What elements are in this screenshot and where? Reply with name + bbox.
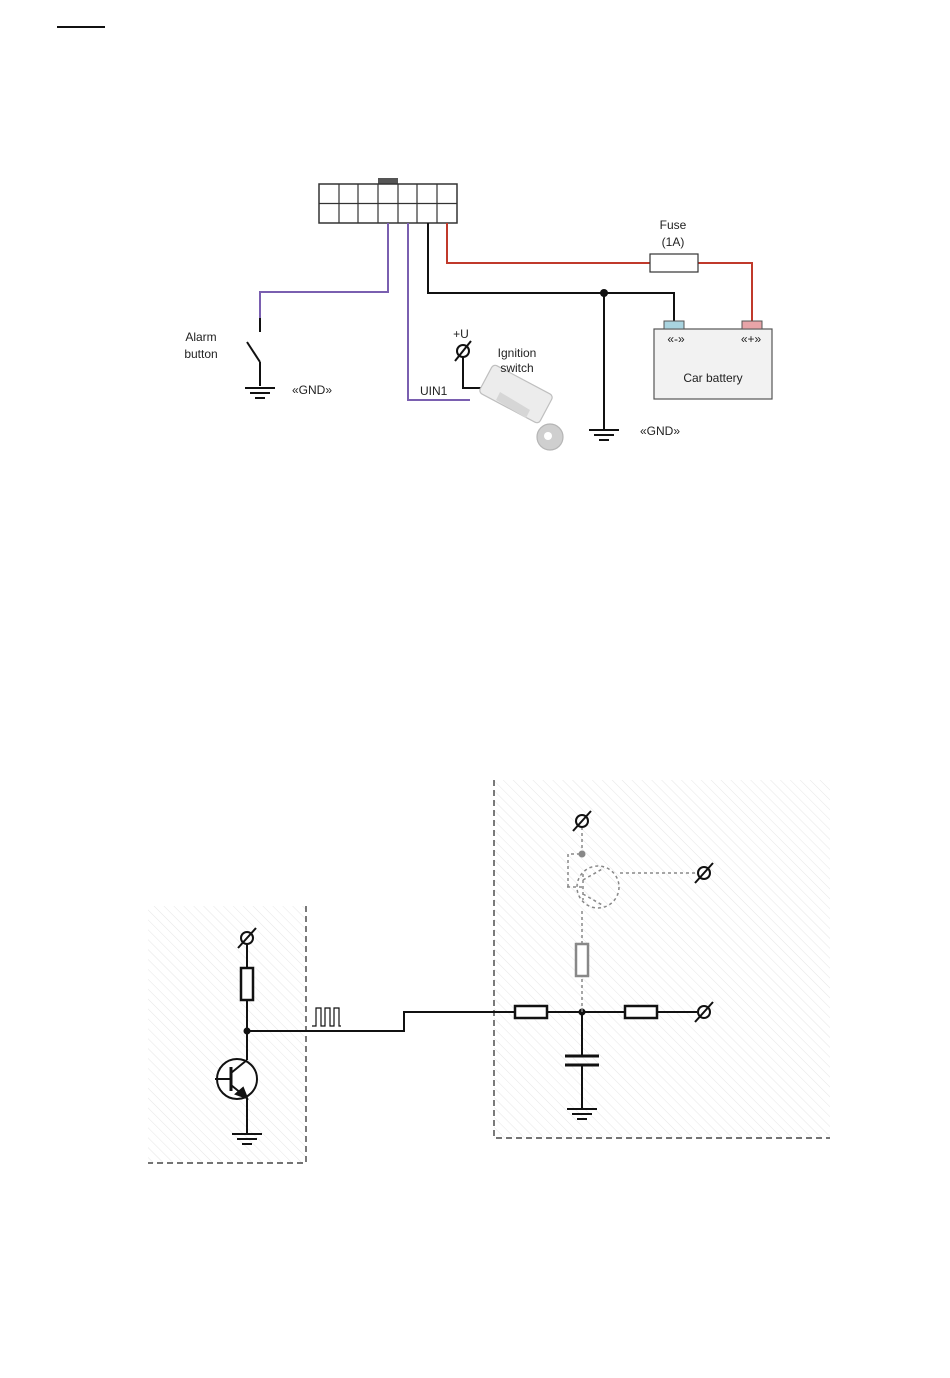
pulse-circuit-diagram <box>148 780 830 1163</box>
pullup-resistor <box>241 968 253 1000</box>
alarm-wire <box>260 223 388 318</box>
wiring-diagram: Alarm button «GND» UIN1 +U Ignition swit… <box>184 178 772 450</box>
uin1-label: UIN1 <box>420 384 448 398</box>
battery-minus-label: «-» <box>667 332 685 346</box>
battery-plus-label: «+» <box>741 332 762 346</box>
gnd-label-left: «GND» <box>292 383 332 397</box>
alarm-button-switch <box>247 318 260 386</box>
connector-block <box>319 178 457 223</box>
car-battery-label: Car battery <box>683 371 742 385</box>
alarm-button-label-line1: Alarm <box>185 330 216 344</box>
battery-plus-terminal <box>742 321 762 329</box>
fuse-rating-label: (1A) <box>662 235 685 249</box>
fuse-symbol <box>650 254 698 272</box>
optional-resistor <box>576 944 588 976</box>
plus-u-label: +U <box>453 327 469 341</box>
input-zone <box>494 780 830 1138</box>
power-wire <box>447 223 752 321</box>
ignition-switch-label-line1: Ignition <box>498 346 537 360</box>
optional-junction <box>579 851 586 858</box>
input-pullup-resistor <box>625 1006 657 1018</box>
input-series-resistor <box>515 1006 547 1018</box>
gnd-label-right: «GND» <box>640 424 680 438</box>
fuse-label: Fuse <box>660 218 687 232</box>
ground-symbol-battery <box>589 430 619 440</box>
ignition-switch-label-line2: switch <box>500 361 533 375</box>
battery-minus-terminal <box>664 321 684 329</box>
alarm-button-label-line2: button <box>184 347 217 361</box>
ground-wire <box>428 223 674 321</box>
sensor-zone <box>148 906 306 1163</box>
uin1-wire <box>408 223 470 400</box>
pulse-train-icon <box>312 1008 341 1026</box>
ground-symbol-alarm <box>245 388 275 398</box>
ignition-key-icon <box>478 364 563 450</box>
